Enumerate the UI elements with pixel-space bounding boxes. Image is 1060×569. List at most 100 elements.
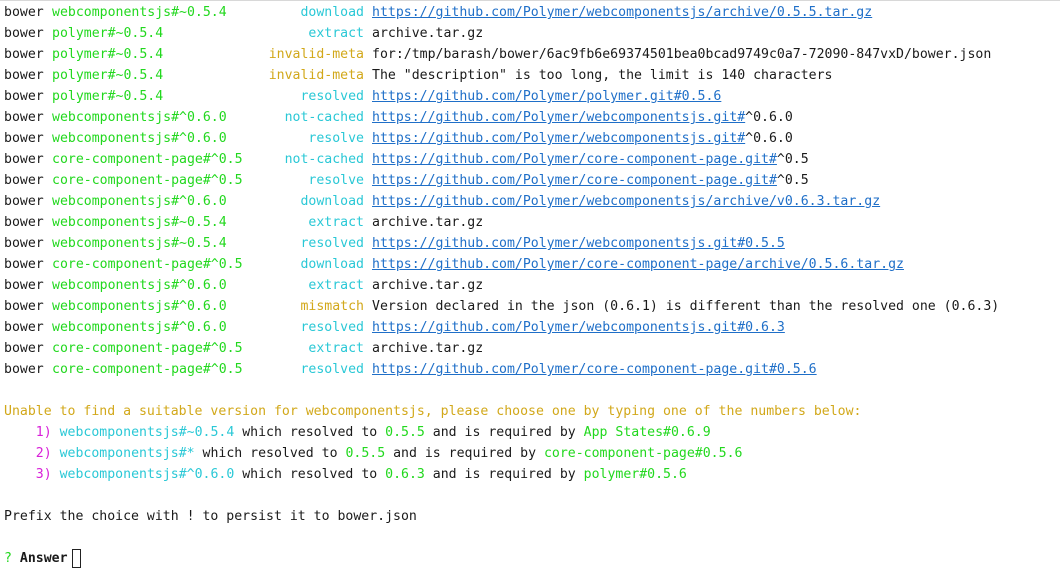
log-action: invalid-meta	[268, 47, 364, 62]
tool-name: bower	[4, 131, 44, 146]
choice-version: 0.6.3	[385, 467, 425, 482]
package-name: webcomponentsjs#^0.6.0	[52, 194, 227, 209]
package-name: webcomponentsjs#^0.6.0	[52, 320, 227, 335]
terminal-output: bower webcomponentsjs#~0.5.4 download https…	[4, 2, 1060, 569]
log-link[interactable]: https://github.com/Polymer/webcomponents…	[372, 110, 746, 125]
log-message: https://github.com/Polymer/core-componen…	[372, 254, 904, 275]
log-message: https://github.com/Polymer/core-componen…	[372, 149, 809, 170]
tool-name: bower	[4, 68, 44, 83]
log-action: download	[300, 257, 364, 272]
choice-option[interactable]: 2) webcomponentsjs#* which resolved to 0…	[4, 443, 1060, 464]
package-name: webcomponentsjs#^0.6.0	[52, 131, 227, 146]
package-name: core-component-page#^0.5	[52, 341, 243, 356]
persist-hint: Prefix the choice with ! to persist it t…	[4, 509, 417, 524]
log-action: extract	[308, 278, 364, 293]
package-name: polymer#~0.5.4	[52, 68, 164, 83]
log-text: archive.tar.gz	[372, 341, 484, 356]
text-cursor	[71, 548, 81, 568]
log-action: extract	[308, 215, 364, 230]
package-name: webcomponentsjs#^0.6.0	[52, 278, 227, 293]
tool-name: bower	[4, 362, 44, 377]
log-text: for:/tmp/barash/bower/6ac9fb6e69374501be…	[372, 47, 992, 62]
choice-text: and is required by	[424, 467, 584, 482]
log-text: ^0.6.0	[745, 131, 793, 146]
choice-number: 1)	[35, 425, 52, 440]
log-text: archive.tar.gz	[372, 278, 484, 293]
log-link[interactable]: https://github.com/Polymer/core-componen…	[372, 152, 777, 167]
log-line: bower core-component-page#^0.5 download htt…	[4, 254, 1060, 275]
log-action: not-cached	[284, 110, 364, 125]
log-link[interactable]: https://github.com/Polymer/core-componen…	[372, 257, 904, 272]
log-link[interactable]: https://github.com/Polymer/webcomponents…	[372, 236, 785, 251]
choice-text: which resolved to	[234, 467, 386, 482]
choice-version: 0.5.5	[345, 446, 386, 461]
tool-name: bower	[4, 320, 44, 335]
log-message: https://github.com/Polymer/webcomponents…	[372, 191, 880, 212]
log-message: The "description" is too long, the limit…	[372, 65, 833, 86]
log-message: archive.tar.gz	[372, 338, 483, 359]
log-action: extract	[308, 341, 364, 356]
tool-name: bower	[4, 173, 44, 188]
bower-log: bower webcomponentsjs#~0.5.4 download https…	[4, 2, 1060, 380]
answer-prompt[interactable]: ? Answer	[4, 548, 1060, 569]
package-name: webcomponentsjs#~0.5.4	[52, 5, 227, 20]
log-message: Version declared in the json (0.6.1) is …	[372, 296, 999, 317]
log-action: resolved	[300, 362, 364, 377]
log-message: https://github.com/Polymer/webcomponents…	[372, 317, 785, 338]
log-action: invalid-meta	[268, 68, 364, 83]
choice-text: which resolved to	[194, 446, 346, 461]
package-name: core-component-page#^0.5	[52, 257, 243, 272]
choice-option[interactable]: 1) webcomponentsjs#~0.5.4 which resolved…	[4, 422, 1060, 443]
choice-package: webcomponentsjs#~0.5.4	[59, 425, 235, 440]
tool-name: bower	[4, 110, 44, 125]
tool-name: bower	[4, 341, 44, 356]
choice-number: 2)	[35, 446, 52, 461]
log-line: bower polymer#~0.5.4 invalid-meta The "desc…	[4, 65, 1060, 86]
log-action: resolved	[300, 320, 364, 335]
log-link[interactable]: https://github.com/Polymer/core-componen…	[372, 173, 777, 188]
log-message: https://github.com/Polymer/core-componen…	[372, 359, 817, 380]
tool-name: bower	[4, 152, 44, 167]
choice-option[interactable]: 3) webcomponentsjs#^0.6.0 which resolved…	[4, 464, 1060, 485]
log-action: download	[300, 194, 364, 209]
log-text: Version declared in the json (0.6.1) is …	[372, 299, 1000, 314]
log-message: https://github.com/Polymer/webcomponents…	[372, 2, 872, 23]
package-name: webcomponentsjs#~0.5.4	[52, 215, 227, 230]
log-action: mismatch	[300, 299, 364, 314]
log-action: not-cached	[284, 152, 364, 167]
tool-name: bower	[4, 194, 44, 209]
log-text: archive.tar.gz	[372, 26, 484, 41]
log-line: bower webcomponentsjs#^0.6.0 resolved https…	[4, 317, 1060, 338]
log-link[interactable]: https://github.com/Polymer/webcomponents…	[372, 194, 881, 209]
tool-name: bower	[4, 215, 44, 230]
tool-name: bower	[4, 257, 44, 272]
log-action: extract	[308, 26, 364, 41]
log-link[interactable]: https://github.com/Polymer/webcomponents…	[372, 5, 873, 20]
log-message: archive.tar.gz	[372, 212, 483, 233]
log-message: archive.tar.gz	[372, 23, 483, 44]
package-name: polymer#~0.5.4	[52, 26, 164, 41]
log-link[interactable]: https://github.com/Polymer/polymer.git#0…	[372, 89, 722, 104]
log-link[interactable]: https://github.com/Polymer/core-componen…	[372, 362, 817, 377]
log-message: https://github.com/Polymer/webcomponents…	[372, 107, 793, 128]
question-mark: ?	[4, 551, 12, 566]
log-line: bower webcomponentsjs#^0.6.0 download https…	[4, 191, 1060, 212]
log-text: ^0.5	[776, 173, 809, 188]
log-link[interactable]: https://github.com/Polymer/webcomponents…	[372, 131, 746, 146]
log-link[interactable]: https://github.com/Polymer/webcomponents…	[372, 320, 785, 335]
choice-package: webcomponentsjs#^0.6.0	[59, 467, 235, 482]
package-name: polymer#~0.5.4	[52, 47, 164, 62]
log-message: https://github.com/Polymer/polymer.git#0…	[372, 86, 721, 107]
choice-version: 0.5.5	[385, 425, 425, 440]
log-action: resolve	[308, 173, 364, 188]
package-name: webcomponentsjs#^0.6.0	[52, 299, 227, 314]
